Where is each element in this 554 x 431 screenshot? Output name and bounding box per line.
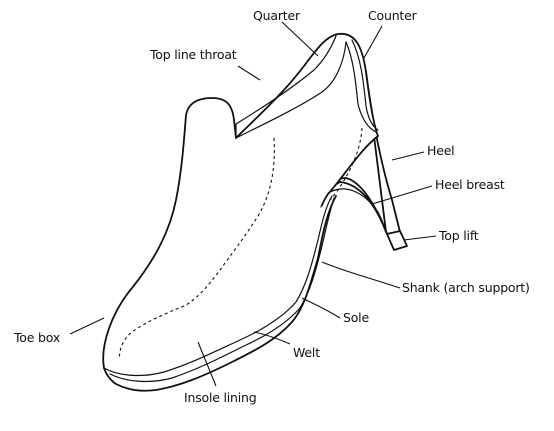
leader-heel [392,152,424,160]
label-quarter: Quarter [253,8,301,23]
leader-top-line-throat [238,66,260,80]
label-heel-breast: Heel breast [435,177,505,192]
leader-shank [322,262,400,288]
leader-counter [364,26,382,58]
label-shank: Shank (arch support) [402,280,530,295]
label-top-line-throat: Top line throat [149,47,237,62]
leader-toe-box [70,318,104,334]
label-welt: Welt [293,345,320,360]
leader-top-lift [404,236,436,240]
top-lift-shape [387,231,407,250]
leader-sole [302,298,340,318]
heel-breast-shape [330,189,387,234]
label-counter: Counter [368,8,418,23]
label-sole: Sole [343,310,369,325]
label-top-lift: Top lift [438,228,479,243]
label-heel: Heel [427,143,454,158]
leader-quarter [282,22,318,56]
label-insole-lining: Insole lining [184,390,257,405]
label-toe-box: Toe box [13,330,60,345]
